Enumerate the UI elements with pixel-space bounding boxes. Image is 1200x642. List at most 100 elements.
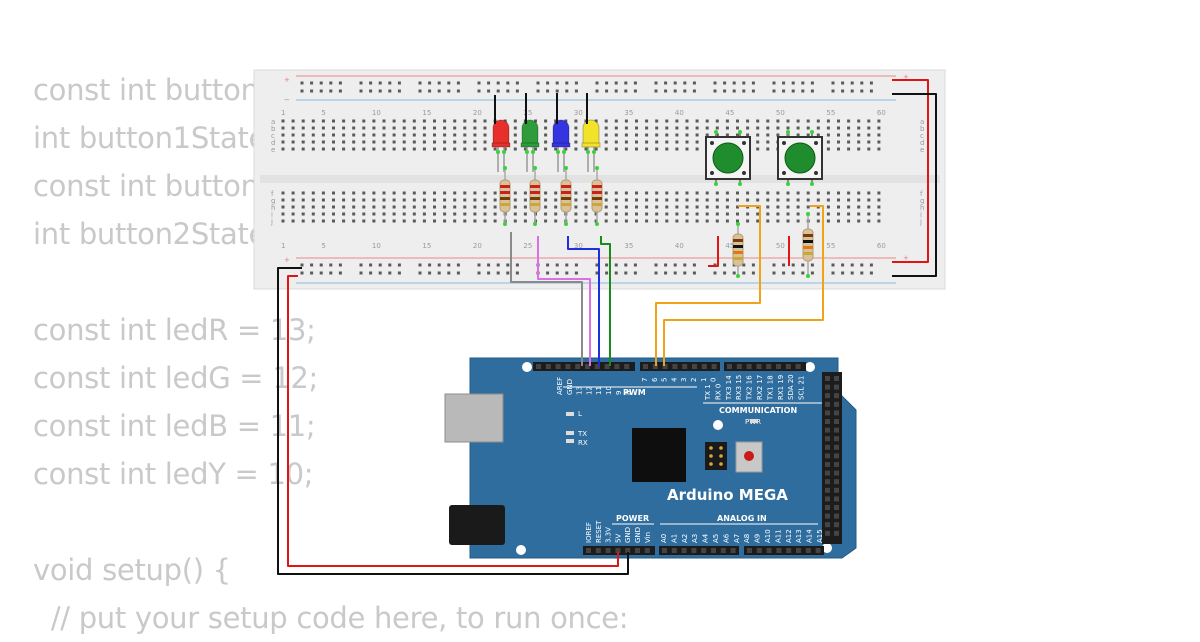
row-letter: i (920, 211, 922, 219)
code-line: // put your setup code here, to run once… (33, 601, 629, 635)
pin-label: RX2 17 (756, 375, 764, 400)
board-name: Arduino MEGA (667, 486, 788, 504)
pin-label: A3 (691, 534, 699, 543)
pin-label: GND (634, 527, 642, 543)
rail-plus-tr: + (903, 73, 909, 81)
pin-label: SDA 20 (787, 374, 795, 400)
wire-power-red (287, 275, 619, 567)
power-label: POWER (616, 514, 649, 523)
rx-led (566, 439, 574, 443)
column-number: 5 (321, 242, 325, 250)
pin-label: A15 (816, 529, 824, 543)
column-number: 45 (725, 242, 734, 250)
pin-label: 4 (670, 377, 678, 382)
rail-plus-br: + (903, 254, 909, 262)
pin-label: 1 (700, 378, 708, 382)
wire-pin3-orange (663, 205, 824, 366)
column-number: 40 (675, 242, 684, 250)
pin-label: A2 (681, 534, 689, 543)
analog-in-label: ANALOG IN (717, 514, 767, 523)
icsp-header (705, 442, 727, 470)
push-button[interactable] (705, 130, 751, 186)
header-analog-a (659, 546, 739, 555)
pin-label: A8 (743, 534, 751, 543)
reset-button[interactable] (744, 451, 754, 461)
header-analog-b (744, 546, 824, 555)
pin-label: 13 (576, 386, 584, 395)
column-number: 40 (675, 109, 684, 117)
power-jack (449, 505, 505, 545)
mount-hole (713, 420, 723, 430)
column-number: 60 (877, 109, 886, 117)
mount-hole (805, 362, 815, 372)
pin-label: IOREF (585, 522, 593, 543)
pin-label: 5V (614, 534, 622, 543)
pin-label: RX 0 (714, 384, 722, 400)
pin-label: A0 (660, 534, 668, 543)
pin-label: RX1 19 (777, 375, 785, 400)
wire-pin11-blue (567, 236, 600, 366)
row-letter: h (920, 204, 924, 212)
pin-label: 3.3V (605, 527, 613, 543)
mount-hole (516, 545, 526, 555)
row-letter: d (271, 139, 275, 147)
pin-label: GND (624, 527, 632, 543)
row-letter: g (271, 197, 275, 205)
pin-label: A12 (785, 529, 793, 543)
push-button[interactable] (777, 130, 823, 186)
pin-label: RESET (595, 520, 603, 543)
microcontroller-chip (632, 428, 686, 482)
code-line: const int ledG = 12; (33, 361, 318, 395)
row-letter: c (920, 132, 924, 140)
row-letter: f (920, 190, 923, 198)
l-led-label: L (578, 410, 582, 418)
l-led (566, 412, 574, 416)
column-number: 50 (776, 242, 785, 250)
resistor (499, 166, 511, 226)
column-number: 55 (826, 242, 835, 250)
pin-label: 7 (641, 378, 649, 382)
pin-label: A13 (795, 529, 803, 543)
leds (491, 119, 601, 172)
header-top-mid (640, 362, 720, 371)
column-number: 20 (473, 242, 482, 250)
column-number: 15 (422, 109, 431, 117)
column-number: 60 (877, 242, 886, 250)
pin-label: 2 (690, 378, 698, 382)
tx-led-label: TX (577, 430, 587, 438)
row-letter: e (271, 146, 275, 154)
pin-label: TX2 16 (746, 375, 754, 401)
pin-label: 8 (625, 391, 633, 395)
row-letter: e (920, 146, 924, 154)
pin-label: RX3 15 (735, 375, 743, 400)
column-number: 1 (281, 109, 285, 117)
column-number: 55 (826, 109, 835, 117)
column-number: 10 (372, 109, 381, 117)
pin-label: 0 (710, 378, 718, 382)
mount-hole (522, 362, 532, 372)
wire-pin10-green (600, 236, 611, 366)
rx-led-label: RX (578, 439, 588, 447)
wire-pin2-orange (655, 205, 761, 366)
pin-label: TX1 18 (766, 375, 774, 401)
pin-label: A7 (733, 534, 741, 543)
pin-label: A1 (670, 534, 678, 543)
column-number: 35 (624, 109, 633, 117)
mount-hole (822, 543, 832, 553)
resistors (499, 166, 814, 278)
wire-rail-right-red (892, 79, 929, 263)
row-letter: a (271, 118, 275, 126)
usb-port (444, 393, 504, 443)
row-letter: d (920, 139, 924, 147)
column-number: 25 (523, 109, 532, 117)
resistor (802, 212, 814, 278)
header-top-left (533, 362, 635, 371)
pin-label: A4 (702, 533, 710, 543)
led-green (520, 119, 540, 172)
led-yellow (581, 119, 601, 172)
row-letter: f (271, 190, 274, 198)
resistor (529, 166, 541, 226)
header-top-comm (724, 362, 806, 371)
